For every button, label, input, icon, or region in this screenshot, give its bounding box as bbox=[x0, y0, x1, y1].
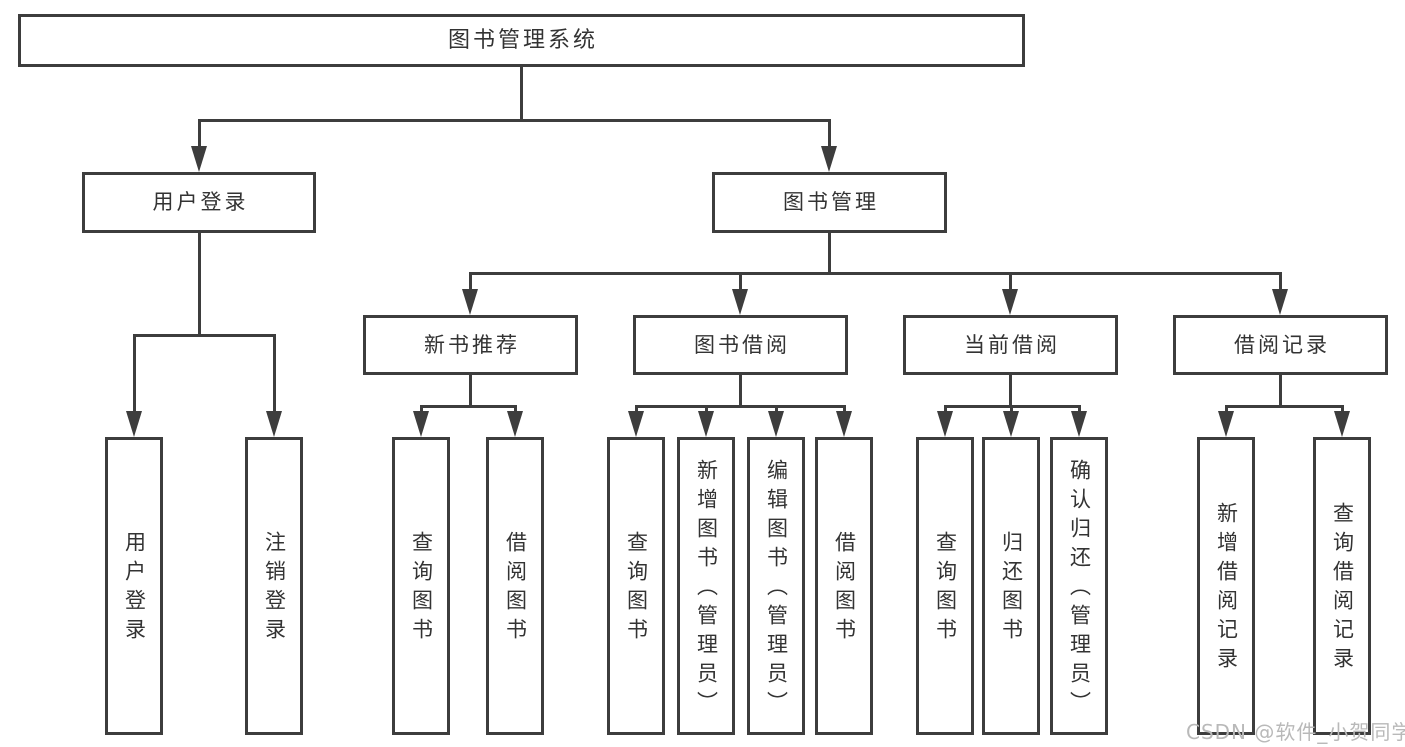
connector-line bbox=[738, 375, 742, 408]
connector-line bbox=[197, 118, 831, 122]
node-user-login: 用户登录 bbox=[82, 172, 316, 233]
connector-line bbox=[634, 404, 846, 408]
arrow-down-icon bbox=[507, 411, 523, 437]
connector-line bbox=[272, 335, 276, 419]
connector-line bbox=[827, 233, 831, 275]
node-book-management: 图书管理 bbox=[712, 172, 947, 233]
leaf-confirm-return-admin-label: 确认归还（管理员） bbox=[1067, 458, 1092, 720]
leaf-logout-label: 注销登录 bbox=[262, 531, 287, 647]
leaf-borrow-books-2-label: 借阅图书 bbox=[832, 531, 857, 647]
leaf-query-books-3: 查询图书 bbox=[916, 437, 974, 735]
connector-line bbox=[1278, 273, 1282, 297]
node-book-borrowing: 图书借阅 bbox=[633, 315, 848, 375]
connector-line bbox=[827, 121, 831, 152]
node-new-book-recommend: 新书推荐 bbox=[363, 315, 578, 375]
arrow-down-icon bbox=[126, 411, 142, 437]
arrow-down-icon bbox=[768, 411, 784, 437]
leaf-borrow-books-1-label: 借阅图书 bbox=[503, 531, 528, 647]
node-current-borrowing-label: 当前借阅 bbox=[964, 332, 1060, 357]
watermark: CSDN @软件_小贺同学 bbox=[1186, 720, 1405, 744]
node-borrowing-records: 借阅记录 bbox=[1173, 315, 1388, 375]
connector-line bbox=[519, 67, 523, 121]
connector-line bbox=[468, 273, 472, 297]
leaf-add-books-admin: 新增图书（管理员） bbox=[677, 437, 735, 735]
arrow-down-icon bbox=[191, 146, 207, 172]
leaf-user-login-label: 用户登录 bbox=[122, 531, 147, 647]
leaf-edit-books-admin: 编辑图书（管理员） bbox=[747, 437, 805, 735]
arrow-down-icon bbox=[1003, 411, 1019, 437]
connector-line bbox=[1278, 375, 1282, 408]
connector-line bbox=[197, 233, 201, 337]
arrow-down-icon bbox=[1334, 411, 1350, 437]
arrow-down-icon bbox=[836, 411, 852, 437]
arrow-down-icon bbox=[1272, 289, 1288, 315]
leaf-confirm-return-admin: 确认归还（管理员） bbox=[1050, 437, 1108, 735]
connector-line bbox=[197, 121, 201, 152]
node-root: 图书管理系统 bbox=[18, 14, 1025, 67]
leaf-add-borrow-record: 新增借阅记录 bbox=[1197, 437, 1255, 735]
node-book-management-label: 图书管理 bbox=[783, 190, 879, 214]
leaf-query-books-2: 查询图书 bbox=[607, 437, 665, 735]
arrow-down-icon bbox=[698, 411, 714, 437]
leaf-borrow-books-2: 借阅图书 bbox=[815, 437, 873, 735]
node-book-borrowing-label: 图书借阅 bbox=[694, 332, 790, 357]
arrow-down-icon bbox=[266, 411, 282, 437]
arrow-down-icon bbox=[1071, 411, 1087, 437]
leaf-query-books-1: 查询图书 bbox=[392, 437, 450, 735]
arrow-down-icon bbox=[937, 411, 953, 437]
node-user-login-label: 用户登录 bbox=[152, 190, 249, 214]
leaf-user-login: 用户登录 bbox=[105, 437, 163, 735]
connector-line bbox=[943, 404, 1081, 408]
connector-line bbox=[1224, 404, 1344, 408]
leaf-query-books-1-label: 查询图书 bbox=[409, 531, 434, 647]
connector-line bbox=[132, 335, 136, 419]
connector-line bbox=[419, 404, 517, 408]
leaf-query-borrow-record: 查询借阅记录 bbox=[1313, 437, 1371, 735]
arrow-down-icon bbox=[1002, 289, 1018, 315]
node-new-book-recommend-label: 新书推荐 bbox=[424, 332, 520, 357]
arrow-down-icon bbox=[628, 411, 644, 437]
connector-line bbox=[738, 273, 742, 297]
arrow-down-icon bbox=[413, 411, 429, 437]
connector-line bbox=[1008, 375, 1012, 408]
leaf-query-books-2-label: 查询图书 bbox=[624, 531, 649, 647]
node-borrowing-records-label: 借阅记录 bbox=[1234, 332, 1330, 357]
node-root-label: 图书管理系统 bbox=[447, 27, 598, 53]
leaf-edit-books-admin-label: 编辑图书（管理员） bbox=[764, 458, 789, 720]
connector-line bbox=[468, 375, 472, 408]
leaf-logout: 注销登录 bbox=[245, 437, 303, 735]
leaf-borrow-books-1: 借阅图书 bbox=[486, 437, 544, 735]
connector-line bbox=[132, 333, 276, 337]
connector-line bbox=[1008, 273, 1012, 297]
leaf-return-books-label: 归还图书 bbox=[999, 531, 1024, 647]
arrow-down-icon bbox=[462, 289, 478, 315]
leaf-return-books: 归还图书 bbox=[982, 437, 1040, 735]
leaf-query-books-3-label: 查询图书 bbox=[933, 531, 958, 647]
arrow-down-icon bbox=[1218, 411, 1234, 437]
leaf-add-books-admin-label: 新增图书（管理员） bbox=[694, 458, 719, 720]
connector-line bbox=[468, 271, 1282, 275]
leaf-add-borrow-record-label: 新增借阅记录 bbox=[1214, 502, 1239, 676]
node-current-borrowing: 当前借阅 bbox=[903, 315, 1118, 375]
arrow-down-icon bbox=[821, 146, 837, 172]
leaf-query-borrow-record-label: 查询借阅记录 bbox=[1330, 502, 1355, 676]
arrow-down-icon bbox=[732, 289, 748, 315]
